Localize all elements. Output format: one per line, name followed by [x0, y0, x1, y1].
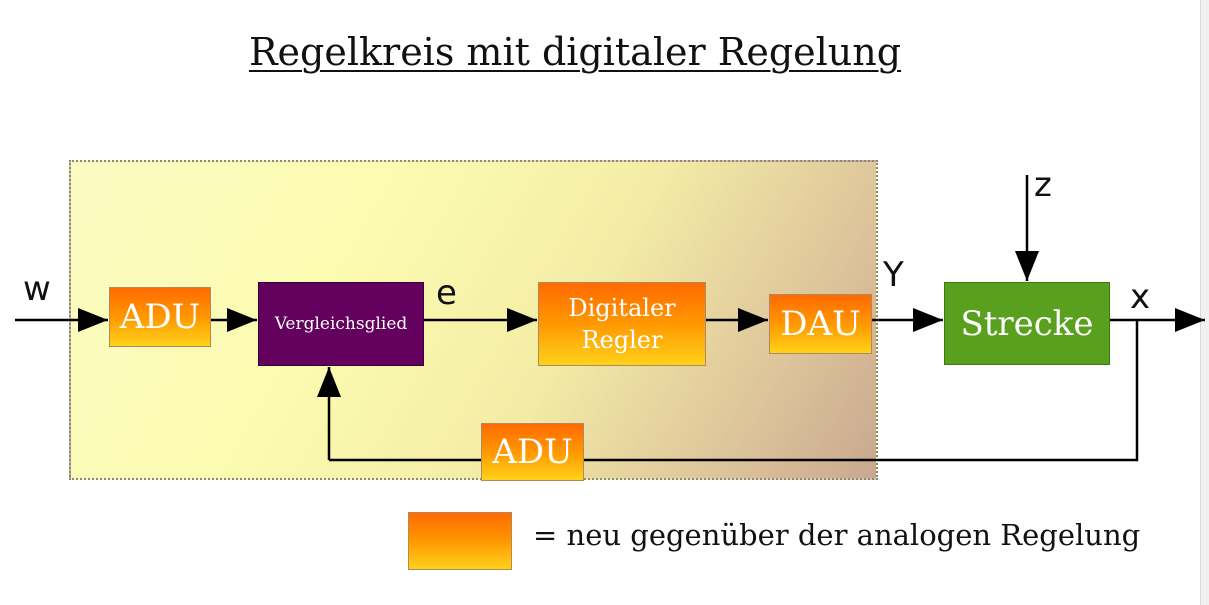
arrowhead-dau	[738, 308, 768, 332]
controller-label-line2: Regler	[581, 326, 663, 354]
adu-input-label: ADU	[119, 297, 201, 337]
digital-controller-block: Digitaler Regler	[538, 282, 706, 366]
wire-feedback	[584, 320, 1139, 462]
arrowhead-e	[507, 308, 537, 332]
signal-label-w: w	[23, 269, 51, 309]
arrowhead-feedback	[317, 367, 341, 397]
comparator-block: Vergleichsglied	[258, 282, 424, 366]
legend-text: = neu gegenüber der analogen Regelung	[533, 518, 1141, 552]
arrowhead-z	[1015, 251, 1039, 281]
legend-swatch	[408, 512, 512, 570]
arrowhead-x	[1175, 308, 1205, 332]
signal-label-z: z	[1034, 165, 1052, 205]
controller-label: Digitaler Regler	[568, 292, 675, 357]
diagram-title: Regelkreis mit digitaler Regelung	[248, 30, 902, 74]
adu-feedback-block: ADU	[481, 423, 584, 481]
signal-label-y: Y	[883, 255, 904, 295]
plant-block: Strecke	[944, 282, 1110, 365]
comparator-label: Vergleichsglied	[274, 314, 408, 334]
adu-feedback-label: ADU	[492, 432, 573, 472]
dau-block: DAU	[769, 294, 872, 354]
arrowhead-adu	[227, 308, 257, 332]
plant-label: Strecke	[960, 303, 1094, 344]
controller-label-line1: Digitaler	[568, 293, 676, 322]
signal-label-e: e	[436, 273, 457, 313]
arrowhead-y	[913, 308, 943, 332]
page-edge	[1200, 0, 1209, 605]
arrowhead-w	[78, 308, 108, 332]
adu-input-block: ADU	[109, 287, 211, 347]
signal-label-x: x	[1130, 277, 1151, 317]
dau-label: DAU	[780, 304, 861, 344]
